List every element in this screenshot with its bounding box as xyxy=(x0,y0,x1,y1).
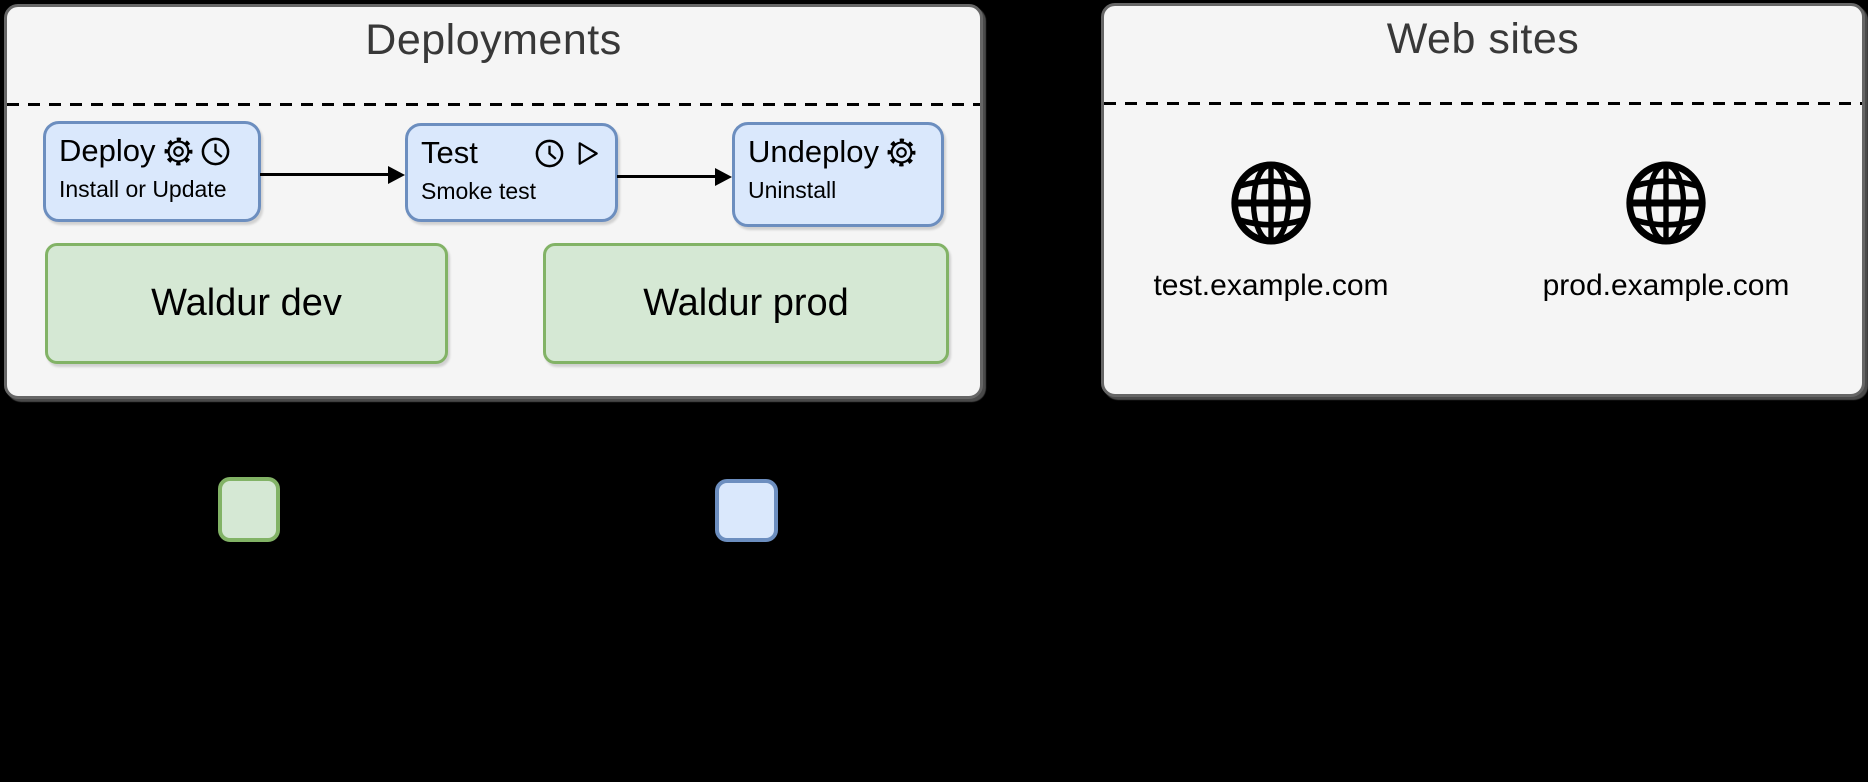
waldur-prod-label: Waldur prod xyxy=(643,282,849,324)
deployments-panel: Deployments Deploy Install or Upda xyxy=(4,4,983,399)
globe-icon xyxy=(1626,161,1706,245)
websites-separator xyxy=(1104,102,1862,105)
site-test-domain: test.example.com xyxy=(1153,269,1389,302)
waldur-dev-label: Waldur dev xyxy=(151,282,342,324)
deploy-step-box: Deploy Install or Update xyxy=(43,121,261,222)
deployments-panel-title: Deployments xyxy=(365,16,622,64)
test-step-subtitle: Smoke test xyxy=(421,178,537,204)
site-test: test.example.com xyxy=(1106,158,1436,303)
waldur-prod-box: Waldur prod xyxy=(543,243,949,364)
undeploy-step-title: Undeploy xyxy=(748,134,879,169)
deploy-to-test-arrow xyxy=(260,173,388,176)
site-prod-domain: prod.example.com xyxy=(1542,269,1790,302)
waldur-dev-box: Waldur dev xyxy=(45,243,448,364)
legend-environment-swatch xyxy=(218,477,280,542)
deployments-separator xyxy=(7,103,980,106)
legend-step-swatch xyxy=(715,479,778,542)
undeploy-step-title-row: Undeploy xyxy=(748,134,928,170)
clock-icon xyxy=(535,139,564,167)
deploy-step-title: Deploy xyxy=(59,133,156,168)
deploy-step-title-row: Deploy xyxy=(59,133,245,169)
test-step-title-row: Test xyxy=(421,135,602,171)
clock-icon xyxy=(201,137,229,165)
globe-icon xyxy=(1231,161,1311,245)
test-to-undeploy-arrow xyxy=(617,175,715,178)
undeploy-step-subtitle: Uninstall xyxy=(748,177,837,203)
test-step-title: Test xyxy=(421,135,478,170)
undeploy-step-box: Undeploy Uninstall xyxy=(732,122,944,227)
play-icon xyxy=(578,141,598,165)
websites-panel-title: Web sites xyxy=(1386,15,1580,63)
deploy-step-subtitle: Install or Update xyxy=(59,176,227,202)
gear-icon xyxy=(887,138,916,166)
gear-icon xyxy=(164,137,192,165)
test-step-box: Test Smoke test xyxy=(405,123,618,222)
websites-panel: Web sites test.example.com pro xyxy=(1101,3,1865,397)
site-prod: prod.example.com xyxy=(1501,158,1831,303)
